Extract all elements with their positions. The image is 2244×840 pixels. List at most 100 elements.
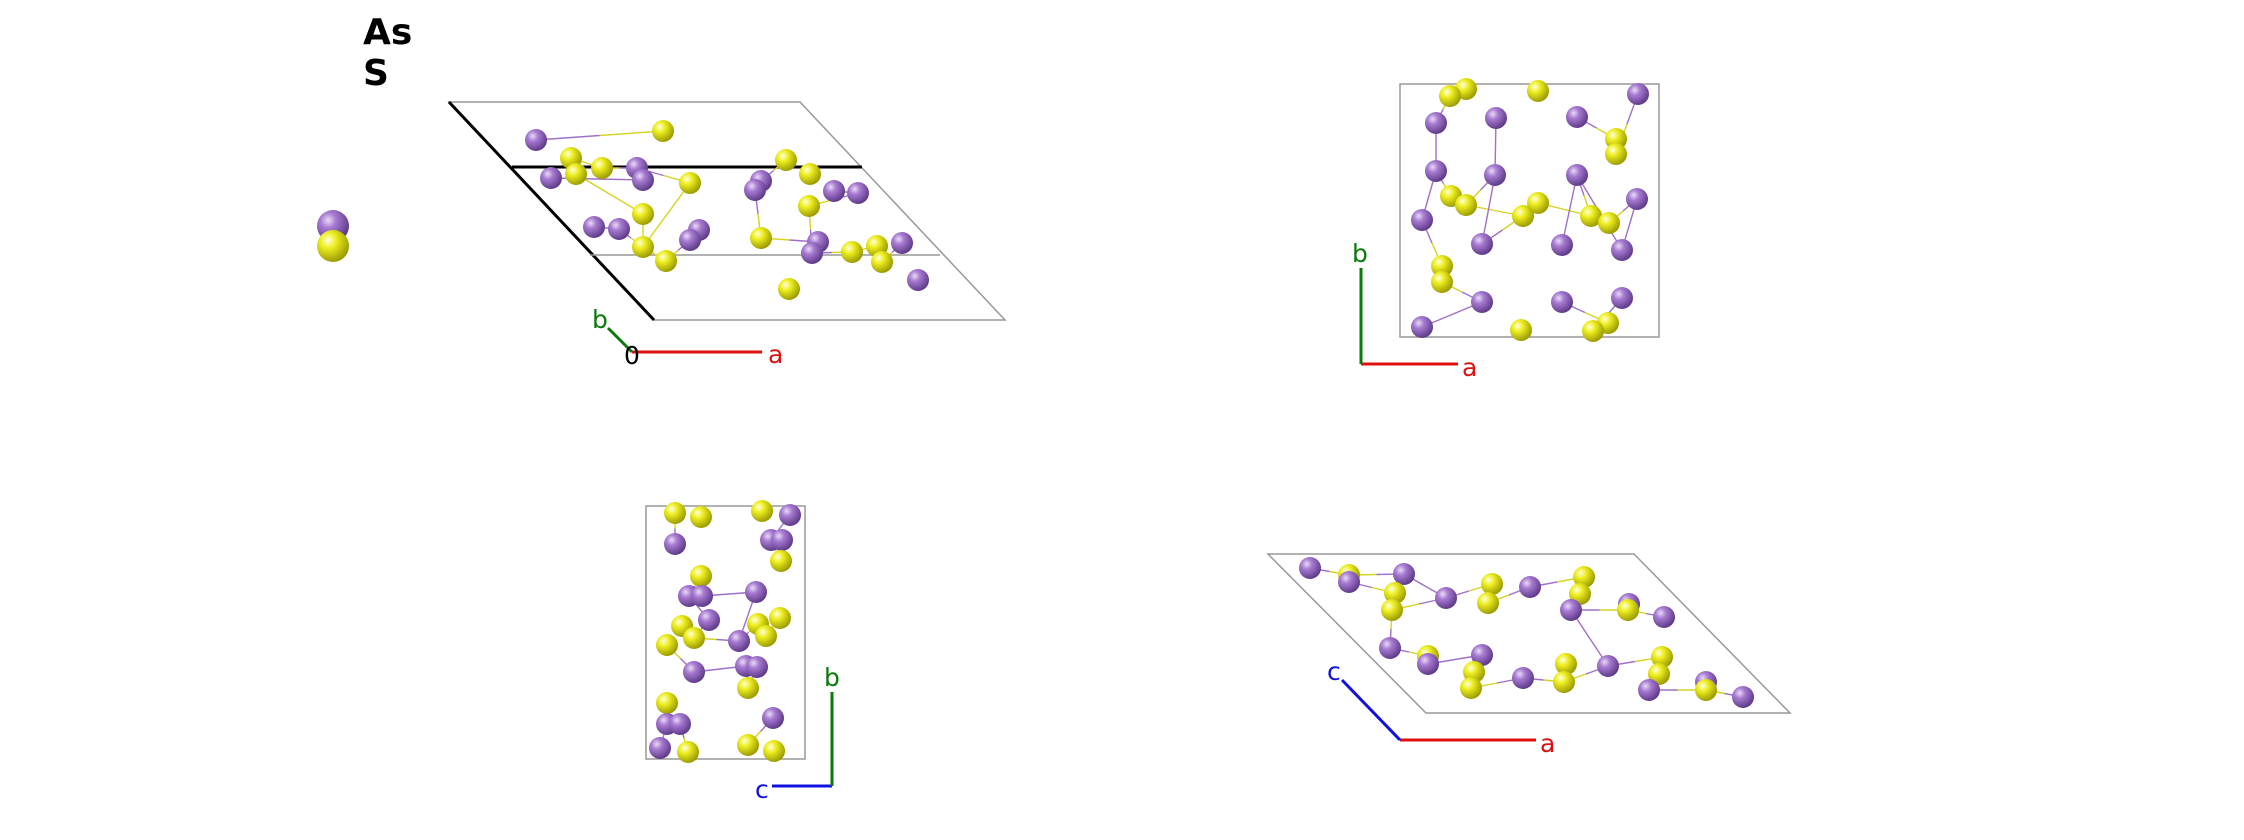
arsenic-atom	[746, 656, 768, 678]
sulfur-atom	[652, 120, 674, 142]
sulfur-atom	[1651, 646, 1673, 668]
sulfur-atom	[632, 203, 654, 225]
view-4-axis-c-label: c	[1327, 657, 1341, 686]
view-4-unit-cell	[1266, 553, 1792, 714]
sulfur-atom	[775, 149, 797, 171]
view-1-structure: a b 0	[447, 100, 1007, 370]
sulfur-atom	[871, 251, 893, 273]
arsenic-atom	[1566, 164, 1588, 186]
view-1-axes: a b 0	[592, 305, 783, 370]
sulfur-atom	[1431, 255, 1453, 277]
arsenic-atom	[1551, 291, 1573, 313]
arsenic-atom	[664, 533, 686, 555]
view-3-axes: c b	[755, 663, 840, 804]
arsenic-atom	[683, 661, 705, 683]
sulfur-atom	[1569, 583, 1591, 605]
sulfur-atom	[683, 627, 705, 649]
arsenic-atom	[1627, 83, 1649, 105]
sulfur-atom	[1510, 319, 1532, 341]
sulfur-atom	[1648, 663, 1670, 685]
arsenic-atom	[1732, 686, 1754, 708]
arsenic-atom	[823, 180, 845, 202]
view-2-axis-b-label: b	[1352, 239, 1368, 268]
sulfur-atom	[770, 550, 792, 572]
arsenic-atom	[679, 229, 701, 251]
arsenic-atom	[745, 581, 767, 603]
sulfur-atom	[778, 278, 800, 300]
sulfur-atom	[737, 677, 759, 699]
view-4-axis-c-line	[1340, 678, 1402, 742]
arsenic-atom	[698, 609, 720, 631]
arsenic-atom	[891, 232, 913, 254]
sulfur-atom	[656, 634, 678, 656]
view-2-unit-cell	[1399, 83, 1660, 338]
arsenic-atom	[1471, 291, 1493, 313]
arsenic-atom	[1393, 563, 1415, 585]
arsenic-atom	[540, 167, 562, 189]
sulfur-atom	[1381, 599, 1403, 621]
arsenic-atom	[1597, 655, 1619, 677]
arsenic-atom	[771, 529, 793, 551]
sulfur-atom	[664, 502, 686, 524]
view-4-atoms	[1299, 557, 1754, 708]
arsenic-atom	[583, 216, 605, 238]
arsenic-atom	[1626, 188, 1648, 210]
arsenic-atom	[1471, 233, 1493, 255]
arsenic-atom	[1611, 239, 1633, 261]
arsenic-atom	[1425, 160, 1447, 182]
arsenic-atom	[1512, 667, 1534, 689]
view-2-axis-a-label: a	[1462, 353, 1477, 382]
sulfur-atom	[1455, 194, 1477, 216]
sulfur-atom	[655, 250, 677, 272]
view-1-axis-b-label: b	[592, 305, 608, 334]
sulfur-atom	[750, 227, 772, 249]
sulfur-atom	[799, 163, 821, 185]
sulfur-atom	[1555, 653, 1577, 675]
sulfur-atom	[591, 157, 613, 179]
arsenic-atom	[1411, 209, 1433, 231]
sulfur-atom	[751, 500, 773, 522]
sulfur-atom	[1384, 582, 1406, 604]
view-1-origin-label: 0	[624, 341, 640, 370]
arsenic-atom	[1338, 571, 1360, 593]
legend-sulfur-atom-icon	[317, 230, 349, 262]
view-4-structure: a c	[1266, 553, 1792, 758]
arsenic-atom	[779, 504, 801, 526]
sulfur-atom	[1477, 592, 1499, 614]
arsenic-atom	[1485, 107, 1507, 129]
sulfur-atom	[1431, 271, 1453, 293]
arsenic-atom	[847, 182, 869, 204]
sulfur-atom	[1695, 679, 1717, 701]
view-3-structure: c b	[645, 500, 840, 804]
sulfur-atom	[769, 607, 791, 629]
view-4-axes: a c	[1327, 657, 1555, 758]
sulfur-atom	[1527, 192, 1549, 214]
sulfur-atom	[1582, 320, 1604, 342]
sulfur-atom	[1598, 212, 1620, 234]
arsenic-atom	[1519, 576, 1541, 598]
view-3-axis-c-label: c	[755, 775, 769, 804]
view-3-axis-b-label: b	[824, 663, 840, 692]
sulfur-atom	[1439, 85, 1461, 107]
view-3-atoms	[649, 500, 801, 763]
view-2-atoms	[1411, 78, 1649, 342]
arsenic-atom	[1566, 106, 1588, 128]
sulfur-atom	[677, 741, 699, 763]
arsenic-atom	[1611, 287, 1633, 309]
sulfur-atom	[755, 625, 777, 647]
sulfur-atom	[1527, 80, 1549, 102]
arsenic-atom	[1435, 587, 1457, 609]
arsenic-atom	[669, 713, 691, 735]
sulfur-atom	[1580, 205, 1602, 227]
legend-label-sulfur: S	[363, 53, 389, 94]
arsenic-atom	[1417, 653, 1439, 675]
sulfur-atom	[1460, 677, 1482, 699]
sulfur-atom	[763, 740, 785, 762]
sulfur-atom	[1573, 566, 1595, 588]
arsenic-atom	[1379, 637, 1401, 659]
sulfur-atom	[1512, 205, 1534, 227]
view-4-axis-a-label: a	[1540, 729, 1555, 758]
arsenic-atom	[1560, 599, 1582, 621]
sulfur-atom	[565, 163, 587, 185]
